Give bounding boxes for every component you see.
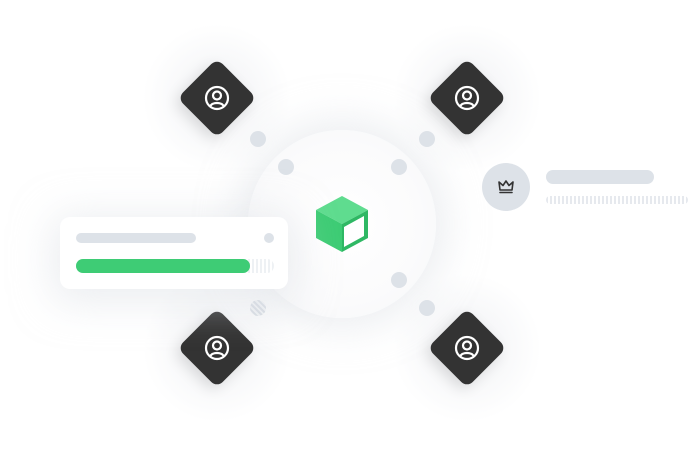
- connector-dot: [419, 131, 435, 147]
- user-circle-icon: [204, 335, 230, 361]
- progress-card: [60, 217, 288, 289]
- user-circle-icon: [454, 335, 480, 361]
- crown-icon: [498, 180, 514, 194]
- connector-dot: [250, 131, 266, 147]
- card-title-placeholder: [76, 233, 196, 243]
- card-status-dot: [264, 233, 274, 243]
- cube-icon: [316, 196, 368, 252]
- connector-dot: [419, 300, 435, 316]
- connector-dot: [278, 159, 294, 175]
- crown-label-placeholder: [546, 170, 654, 184]
- user-circle-icon: [204, 85, 230, 111]
- progress-track: [76, 259, 274, 273]
- user-circle-icon: [454, 85, 480, 111]
- connector-dot: [391, 272, 407, 288]
- crown-badge: [482, 163, 530, 211]
- connector-dot: [391, 159, 407, 175]
- crown-sublabel-placeholder: [546, 196, 688, 204]
- connector-dot: [250, 300, 266, 316]
- progress-fill: [76, 259, 251, 273]
